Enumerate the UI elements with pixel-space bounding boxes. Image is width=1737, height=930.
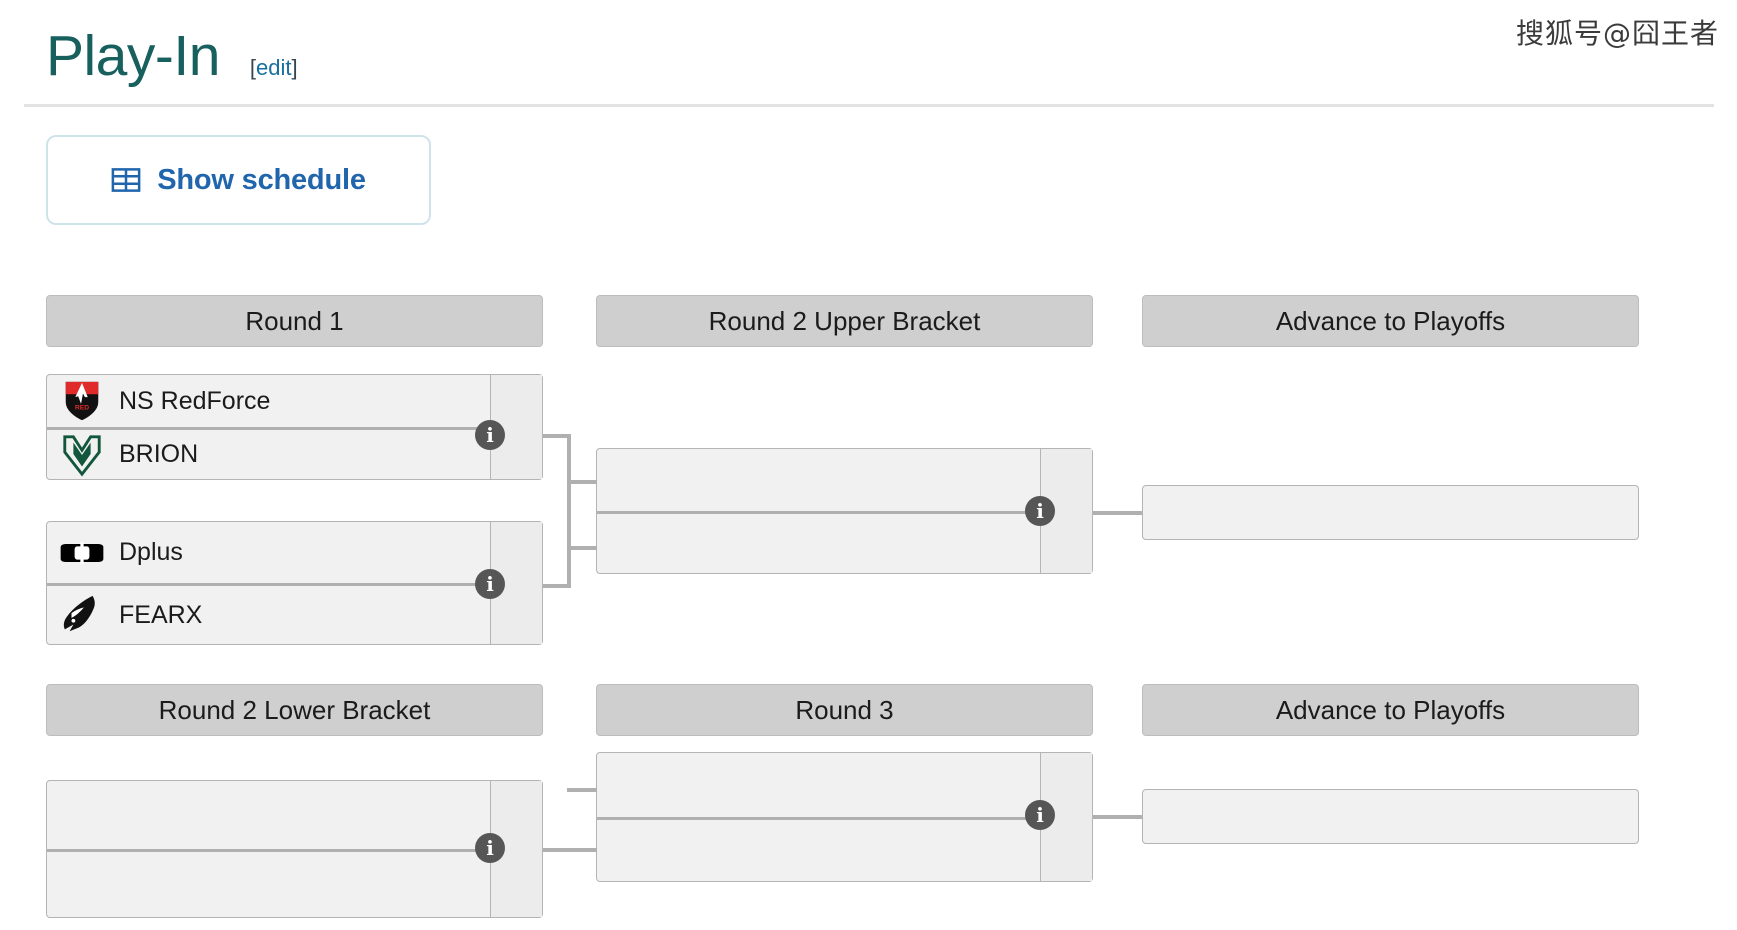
match-row-team-1[interactable]: RED NS RedForce (47, 375, 490, 427)
svg-text:RED: RED (75, 405, 89, 412)
ns-redforce-logo: RED (59, 379, 105, 423)
connector-into-r2upper-top (567, 480, 597, 484)
match-rows (597, 449, 1040, 573)
match-row-team-2[interactable] (597, 511, 1040, 573)
match-row-team-2[interactable] (597, 817, 1040, 881)
connector-r1m2-out (543, 584, 571, 588)
match-info-icon-r2-lower-m1[interactable]: i (475, 833, 505, 863)
team-name: Dplus (119, 538, 183, 566)
round-header-round-1: Round 1 (46, 295, 543, 347)
round-header-round-2-upper: Round 2 Upper Bracket (596, 295, 1093, 347)
round-header-label: Round 1 (245, 305, 344, 336)
brion-logo (59, 433, 105, 477)
round-header-label: Advance to Playoffs (1275, 305, 1506, 336)
match-row-team-1[interactable] (597, 449, 1040, 511)
match-row-team-1[interactable] (47, 781, 490, 849)
match-rows (1143, 486, 1638, 539)
site-watermark: 搜狐号@囧王者 (1515, 17, 1719, 50)
match-rows: RED NS RedForce BRION (47, 375, 490, 479)
match-r3-m1[interactable] (596, 752, 1093, 882)
title-divider (24, 104, 1714, 107)
round-header-label: Round 3 (795, 694, 894, 725)
match-row-team-2[interactable] (47, 849, 490, 917)
round-header-advance-lower: Advance to Playoffs (1142, 684, 1639, 736)
connector-into-r2upper-bottom (567, 546, 597, 550)
match-rows (597, 753, 1040, 881)
info-icon-glyph: i (1036, 499, 1044, 523)
edit-bracket-close: ] (291, 55, 298, 80)
grid-table-icon (111, 165, 141, 195)
team-name: NS RedForce (119, 386, 271, 415)
info-icon-glyph: i (1036, 803, 1044, 827)
match-info-icon-r2-upper-m1[interactable]: i (1025, 496, 1055, 526)
match-rows (1143, 790, 1638, 843)
match-row-team-1[interactable] (1143, 790, 1638, 843)
show-schedule-button[interactable]: Show schedule (46, 135, 431, 225)
round-header-round-3: Round 3 (596, 684, 1093, 736)
match-advance-lower-m1[interactable] (1142, 789, 1639, 844)
edit-bracket-open: [ (249, 55, 257, 80)
round-header-round-2-lower: Round 2 Lower Bracket (46, 684, 543, 736)
round-header-label: Advance to Playoffs (1275, 694, 1506, 725)
info-icon-glyph: i (486, 836, 494, 860)
match-r2-lower-m1[interactable] (46, 780, 543, 918)
match-info-icon-r3-m1[interactable]: i (1025, 800, 1055, 830)
connector-into-r3-top (567, 788, 597, 792)
connector-r2upper-to-advance (1093, 511, 1142, 515)
fearx-logo (59, 593, 105, 637)
team-name: BRION (119, 440, 199, 468)
match-info-icon-r1-m1[interactable]: i (475, 420, 505, 450)
match-row-team-2[interactable]: BRION (47, 427, 490, 479)
match-r1-m2[interactable]: Dplus FEARX (46, 521, 543, 645)
info-icon-glyph: i (486, 572, 494, 596)
round-header-label: Round 2 Upper Bracket (708, 305, 981, 336)
match-row-team-2[interactable]: FEARX (47, 583, 490, 644)
match-advance-upper-m1[interactable] (1142, 485, 1639, 540)
edit-section-link[interactable]: [edit] (250, 55, 298, 81)
match-rows: Dplus FEARX (47, 522, 490, 644)
dplus-logo (59, 531, 105, 575)
match-row-team-1[interactable]: Dplus (47, 522, 490, 583)
match-row-team-1[interactable] (597, 753, 1040, 817)
match-r2-upper-m1[interactable] (596, 448, 1093, 574)
info-icon-glyph: i (486, 423, 494, 447)
page-title: Play-In (46, 24, 220, 88)
match-info-icon-r1-m2[interactable]: i (475, 569, 505, 599)
connector-r2lower-to-r3 (543, 848, 597, 852)
connector-r3-to-advance (1093, 815, 1142, 819)
edit-link-label[interactable]: edit (256, 55, 292, 80)
match-row-team-1[interactable] (1143, 486, 1638, 539)
connector-r1-vertical-lower (567, 472, 571, 588)
round-header-label: Round 2 Lower Bracket (158, 694, 431, 725)
connector-r1m1-out (543, 434, 571, 438)
match-r1-m1[interactable]: RED NS RedForce BRION (46, 374, 543, 480)
round-header-advance-upper: Advance to Playoffs (1142, 295, 1639, 347)
show-schedule-label: Show schedule (157, 163, 366, 196)
team-name: FEARX (119, 600, 203, 629)
page-heading: Play-In [edit] (46, 28, 1696, 85)
match-rows (47, 781, 490, 917)
